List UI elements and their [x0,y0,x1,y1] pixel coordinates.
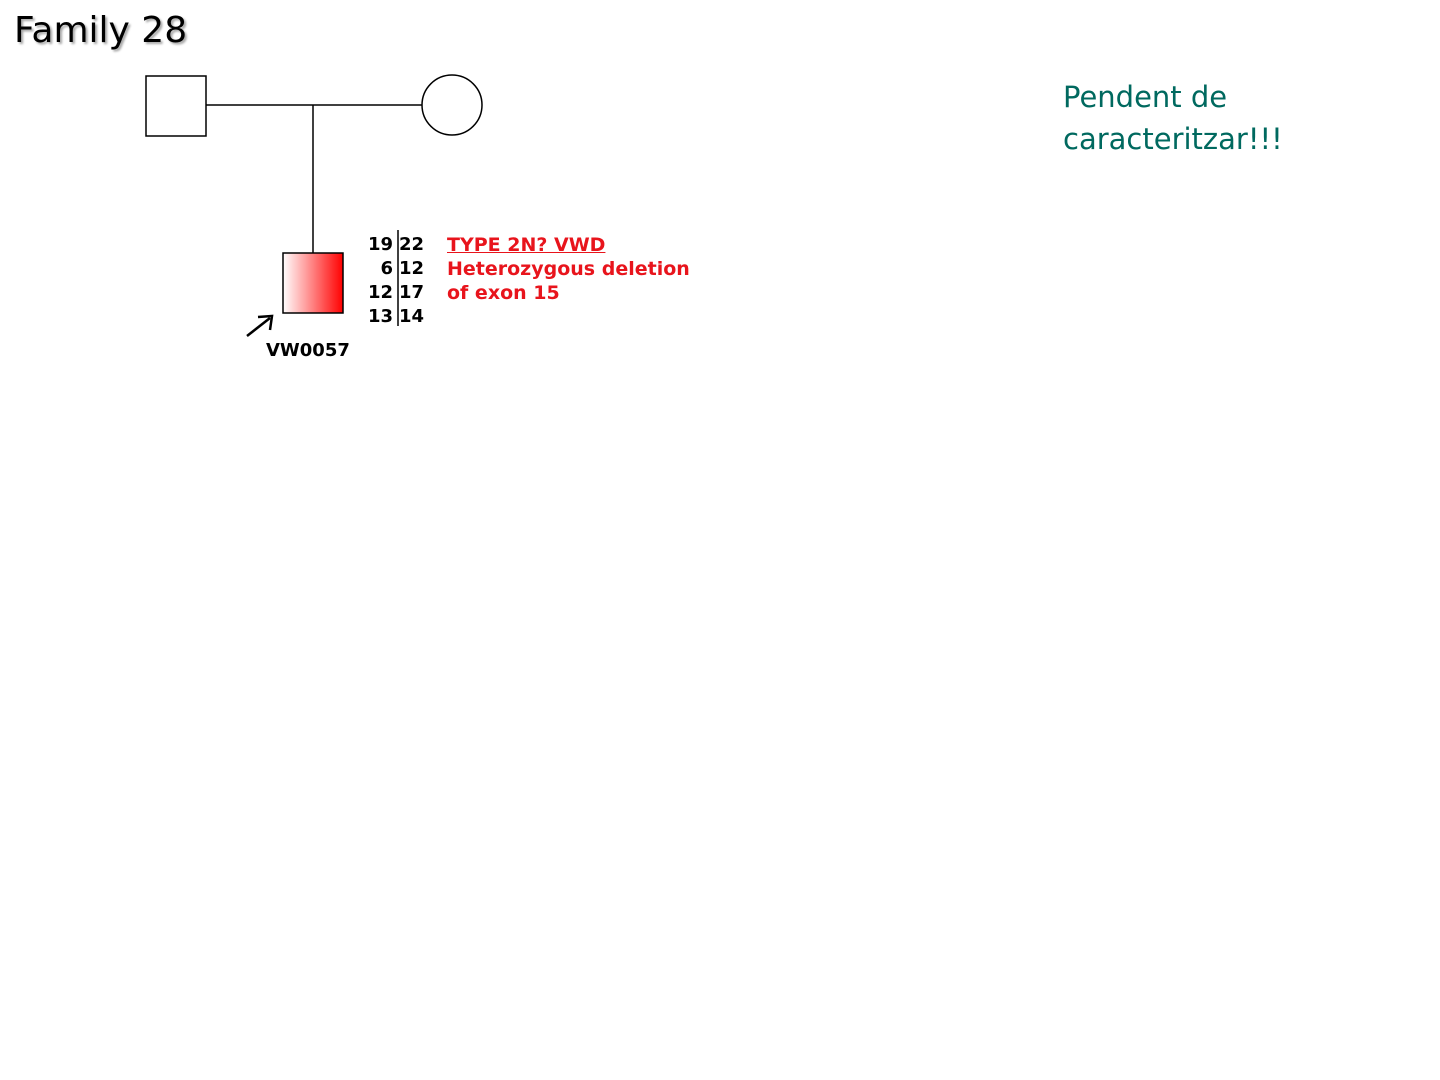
allele-left: 12 [367,282,393,303]
page-title: Family 28 [14,10,188,51]
allele-right: 17 [399,282,425,303]
note-line-1: Pendent de [1063,80,1228,114]
diagnosis-heading: TYPE 2N? VWD [447,234,606,256]
haplotype-row: 13 14 [360,305,439,329]
proband-arrow-icon [246,314,274,337]
allele-left: 6 [380,258,393,279]
status-note: Pendent de caracteritzar!!! [1063,76,1283,160]
allele-left: 13 [367,306,393,327]
note-line-2: caracteritzar!!! [1063,122,1283,156]
allele-left: 19 [367,234,393,255]
mother-symbol [421,74,483,136]
proband-annotation: TYPE 2N? VWD Heterozygous deletion of ex… [447,233,690,305]
proband-id-label: VW0057 [266,340,350,361]
allele-right: 14 [399,306,425,327]
allele-right: 12 [399,258,425,279]
haplotype-row: 6 12 [360,257,439,281]
father-symbol [145,75,207,137]
haplotype-row: 12 17 [360,281,439,305]
annotation-line-1: Heterozygous deletion [447,258,690,280]
haplotype-table: 19 22 6 12 12 17 13 14 [360,233,439,329]
proband-symbol [282,252,344,314]
haplotype-row: 19 22 [360,233,439,257]
annotation-line-2: of exon 15 [447,282,560,304]
allele-right: 22 [399,234,425,255]
